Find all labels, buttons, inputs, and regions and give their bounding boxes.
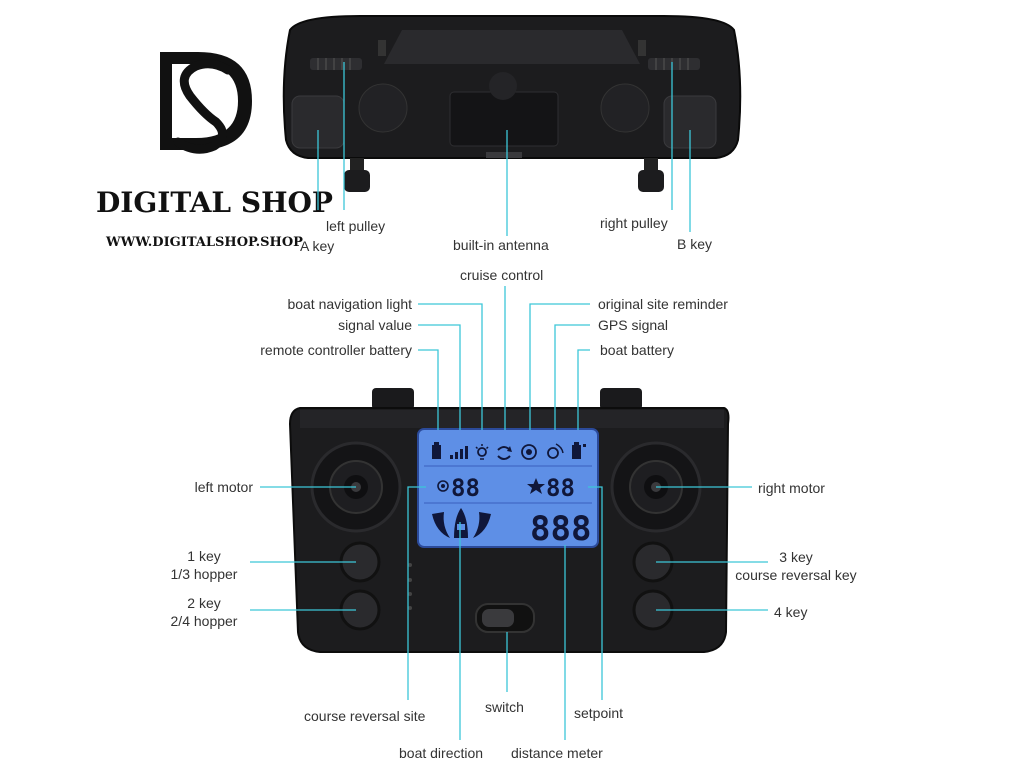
label-left-pulley: left pulley	[326, 218, 385, 234]
label-remote-controller-battery: remote controller battery	[260, 342, 412, 358]
label-cruise-control: cruise control	[460, 267, 543, 283]
label-right-motor: right motor	[758, 480, 825, 496]
label-key-1-hopper: 1/3 hopper	[171, 566, 238, 582]
right-stick-stem	[638, 158, 664, 192]
boat-battery-icon	[572, 442, 586, 459]
front-view-controller: 88 88 888	[288, 388, 730, 653]
remote-battery-icon	[432, 442, 441, 459]
top-view-leaders	[317, 62, 691, 236]
label-key-3-course-reversal: course reversal key	[735, 567, 856, 583]
label-key-4: 4 key	[774, 604, 807, 620]
label-left-motor: left motor	[195, 479, 254, 495]
label-boat-direction: boat direction	[399, 745, 483, 761]
signal-bars-icon	[450, 446, 468, 459]
star-icon	[527, 478, 545, 494]
lcd-left-readout: 88	[451, 474, 480, 502]
label-boat-battery: boat battery	[600, 342, 674, 358]
label-key-2: 2 key	[187, 595, 220, 611]
label-gps-signal: GPS signal	[598, 317, 668, 333]
satellite-dot-icon	[437, 480, 449, 492]
label-key-1: 1 key	[187, 548, 220, 564]
label-switch: switch	[485, 699, 524, 715]
lcd-right-readout: 88	[546, 474, 575, 502]
label-built-in-antenna: built-in antenna	[453, 237, 549, 253]
original-site-icon	[521, 444, 537, 460]
navigation-light-icon	[475, 444, 489, 460]
boat-direction-icon	[432, 508, 491, 538]
label-original-site-reminder: original site reminder	[598, 296, 728, 312]
label-a-key: A key	[300, 238, 334, 254]
label-setpoint: setpoint	[574, 705, 623, 721]
antenna-knob	[489, 72, 517, 100]
top-view-controller	[282, 15, 742, 192]
left-stick-stem	[344, 158, 370, 192]
brand-url: WWW.DIGITALSHOP.SHOP	[105, 235, 303, 250]
ds-monogram-icon	[160, 52, 252, 154]
front-view-leaders	[250, 286, 768, 740]
indicator-dots	[408, 563, 412, 610]
label-key-2-hopper: 2/4 hopper	[171, 613, 238, 629]
right-pulley-wheel[interactable]	[648, 58, 700, 70]
label-b-key: B key	[677, 236, 712, 252]
label-distance-meter: distance meter	[511, 745, 603, 761]
lcd-screen: 88 88 888	[417, 428, 599, 549]
label-boat-navigation-light: boat navigation light	[287, 296, 412, 312]
lcd-main-readout: 888	[530, 509, 591, 549]
label-signal-value: signal value	[338, 317, 412, 333]
label-right-pulley: right pulley	[600, 215, 668, 231]
gps-signal-icon	[547, 443, 564, 459]
brand-title: DIGITAL SHOP	[96, 186, 333, 219]
antenna-housing	[449, 91, 559, 147]
power-switch[interactable]	[475, 603, 535, 633]
left-pulley-wheel[interactable]	[310, 58, 362, 70]
label-key-3: 3 key	[779, 549, 812, 565]
label-course-reversal-site: course reversal site	[304, 708, 426, 724]
brand-logo: DIGITAL SHOP WWW.DIGITALSHOP.SHOP	[96, 52, 333, 250]
cruise-control-icon	[497, 446, 512, 460]
